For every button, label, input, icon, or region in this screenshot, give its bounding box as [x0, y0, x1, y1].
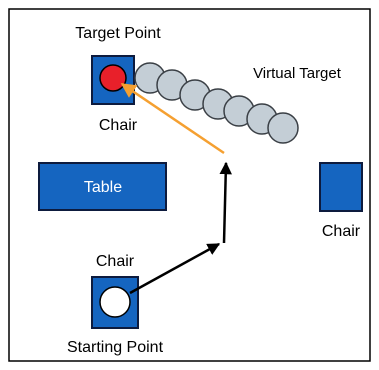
table-label: Table	[84, 179, 122, 196]
virtual-target-circle	[267, 112, 299, 144]
path-segment-2-arrow	[219, 161, 232, 244]
starting-point-marker	[99, 286, 131, 318]
path-segment-1-arrow	[129, 242, 221, 295]
chair-top-label: Chair	[99, 117, 138, 134]
chair-right	[319, 162, 363, 212]
virtual-target-trail	[134, 62, 299, 144]
table	[38, 162, 167, 211]
target-point-marker	[99, 64, 127, 92]
starting-point-label: Starting Point	[67, 339, 164, 356]
target-point-label: Target Point	[75, 25, 161, 42]
chair-bottom-label: Chair	[96, 253, 135, 270]
virtual-target-label: Virtual Target	[253, 65, 342, 82]
redirect-arrow	[120, 82, 225, 155]
chair-right-label: Chair	[322, 223, 361, 240]
